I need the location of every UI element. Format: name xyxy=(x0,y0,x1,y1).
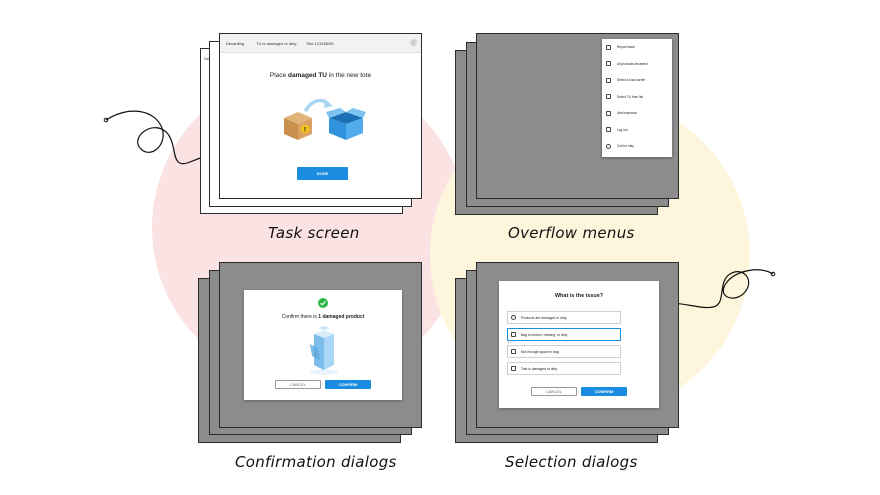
task-breadcrumb-bar: Decanting TU is damaged or dirty Tote 12… xyxy=(220,34,421,53)
option-label: Bag is broken, missing, or dirty xyxy=(521,332,568,337)
selection-dialog: What is the issue? ← Products are damage… xyxy=(499,281,659,408)
alert-icon xyxy=(511,315,516,320)
option-bag-broken[interactable]: Bag is broken, missing, or dirty xyxy=(507,328,621,341)
products-icon xyxy=(606,61,611,67)
menu-item-all-products-decanted[interactable]: All products decanted xyxy=(602,56,672,73)
breadcrumb-item[interactable]: Tote 123456/05 xyxy=(306,41,334,46)
milk-carton-icon xyxy=(310,326,338,375)
back-arrow-icon[interactable]: ← xyxy=(507,339,513,345)
confirmation-dialog: Confirm there is 1 damaged product CANCE… xyxy=(244,290,402,400)
instruction-suffix: in the new tote xyxy=(327,72,372,79)
list-icon xyxy=(606,94,611,100)
menu-item-label: Report issue xyxy=(617,45,635,50)
bag-icon xyxy=(511,332,516,337)
done-button[interactable]: DONE xyxy=(297,167,348,180)
menu-item-label: Select a load carrier xyxy=(617,78,646,83)
space-icon xyxy=(511,349,516,354)
damaged-box-icon: ! xyxy=(284,112,312,140)
confirmation-title: Confirm there is 1 damaged product xyxy=(244,314,402,320)
overflow-window: Report issue All products decanted Selec… xyxy=(476,33,679,199)
confirmation-window: Confirm there is 1 damaged product CANCE… xyxy=(219,262,422,428)
left-swirl-decoration xyxy=(103,110,219,165)
confirmation-title-prefix: Confirm there is xyxy=(281,314,319,320)
confirm-button[interactable]: CONFIRM xyxy=(581,387,627,396)
menu-item-label: Call for help xyxy=(617,144,635,149)
menu-item-call-for-help[interactable]: Call for help xyxy=(602,138,672,155)
report-icon xyxy=(606,44,611,50)
confirm-button[interactable]: CONFIRM xyxy=(325,380,371,389)
task-instruction: Place damaged TU in the new tote xyxy=(220,72,421,79)
instruction-prefix: Place xyxy=(269,72,288,79)
help-icon xyxy=(606,143,611,149)
carrier-icon xyxy=(606,77,611,83)
caption-selection-dialogs: Selection dialogs xyxy=(505,453,638,471)
check-circle-icon xyxy=(318,298,328,308)
right-swirl-decoration xyxy=(656,269,776,309)
menu-item-label: Use keyboard xyxy=(617,111,637,116)
option-label: Products are damaged or dirty xyxy=(521,315,567,320)
more-icon[interactable]: ⋮ xyxy=(410,39,417,46)
menu-item-select-load-carrier[interactable]: Select a load carrier xyxy=(602,72,672,89)
task-screen-window: Decanting TU is damaged or dirty Tote 12… xyxy=(219,33,422,199)
menu-item-label: All products decanted xyxy=(617,61,648,66)
cancel-button[interactable]: CANCEL xyxy=(275,380,321,389)
confirmation-title-bold: 1 damaged product xyxy=(318,314,365,320)
menu-item-use-keyboard[interactable]: Use keyboard xyxy=(602,105,672,122)
breadcrumb-item[interactable]: Decanting xyxy=(226,41,245,46)
breadcrumb-item[interactable]: TU is damaged or dirty xyxy=(256,41,297,46)
svg-text:!: ! xyxy=(304,127,307,134)
menu-item-select-tu[interactable]: Select TU from list xyxy=(602,89,672,106)
caption-overflow-menus: Overflow menus xyxy=(508,224,635,242)
selection-options: Products are damaged or dirty Bag is bro… xyxy=(499,309,659,379)
option-label: Tote is damaged or dirty xyxy=(521,366,558,371)
option-tote-damaged[interactable]: Tote is damaged or dirty xyxy=(507,362,621,375)
instruction-bold: damaged TU xyxy=(287,72,327,79)
back-sheet-label: De xyxy=(204,56,210,61)
open-tote-icon xyxy=(326,108,366,140)
menu-item-label: Log out xyxy=(617,127,628,132)
keyboard-icon xyxy=(606,110,611,116)
menu-item-report-issue[interactable]: Report issue xyxy=(602,39,672,56)
option-not-enough-space[interactable]: Not enough space in bag xyxy=(507,345,621,358)
task-back-sheet-1: De xyxy=(196,55,216,65)
cancel-button[interactable]: CANCEL xyxy=(531,387,577,396)
overflow-menu: Report issue All products decanted Selec… xyxy=(602,39,672,157)
tote-icon xyxy=(511,366,516,371)
menu-item-log-out[interactable]: Log out xyxy=(602,122,672,139)
selection-title: What is the issue? xyxy=(554,293,604,299)
selection-window: What is the issue? ← Products are damage… xyxy=(476,262,679,428)
arrow-icon xyxy=(304,98,333,112)
logout-icon xyxy=(606,127,611,133)
menu-item-label: Select TU from list xyxy=(617,94,643,99)
option-label: Not enough space in bag xyxy=(521,349,559,354)
option-products-damaged[interactable]: Products are damaged or dirty xyxy=(507,311,621,324)
caption-task-screen: Task screen xyxy=(268,224,360,242)
caption-confirmation-dialogs: Confirmation dialogs xyxy=(235,453,397,471)
